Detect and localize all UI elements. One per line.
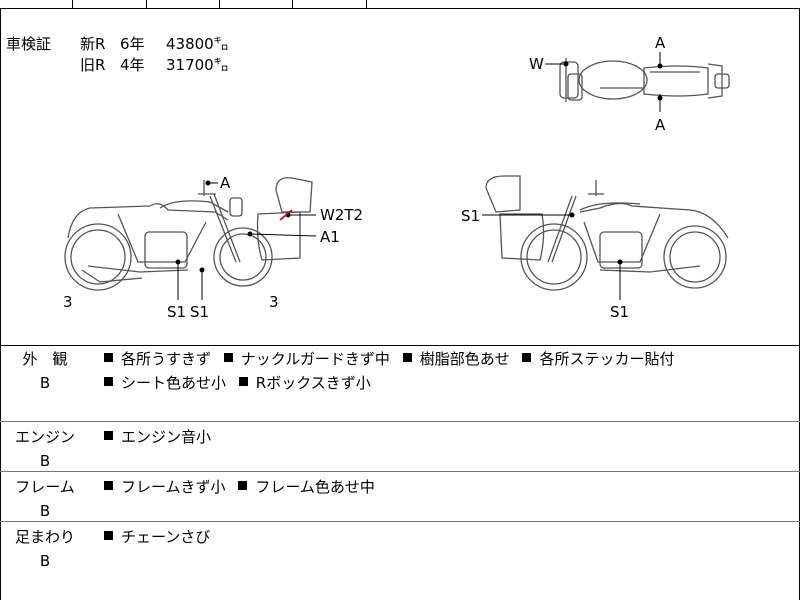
bullet-icon xyxy=(223,353,233,362)
section-name: エンジン xyxy=(14,428,75,446)
motorcycle-outline-drawing xyxy=(64,52,730,300)
certificate-row: 新R 6年 43800㌔ xyxy=(80,34,229,55)
list-item: フレーム色あせ中 xyxy=(238,478,375,496)
certificate-row: 旧R 4年 31700㌔ xyxy=(80,55,229,76)
cert-type: 旧R xyxy=(80,56,106,74)
right-view-motorcycle xyxy=(485,175,729,291)
section-name: フレーム xyxy=(15,478,75,496)
mark-top-w: W xyxy=(529,55,544,73)
list-item: ナックルガードきず中 xyxy=(223,350,390,368)
bullet-icon xyxy=(238,377,248,386)
bullet-icon xyxy=(104,431,113,440)
left-view-motorcycle xyxy=(64,177,313,291)
bullet-icon xyxy=(522,353,532,362)
list-item: シート色あせ小 xyxy=(104,374,226,392)
mark-left-s1: S1 xyxy=(167,303,187,321)
cert-years: 4年 xyxy=(120,56,145,74)
bullet-icon xyxy=(402,353,412,362)
section-exterior: 外 観 B 各所うすきず ナックルガードきず中 樹脂部色あせ 各所ステッカー貼付… xyxy=(0,345,800,421)
section-divider xyxy=(0,421,800,422)
bullet-icon xyxy=(104,531,113,540)
mark-right-s1-case: S1 xyxy=(461,207,481,225)
certificate-label: 車検証 xyxy=(6,35,52,53)
cert-years: 6年 xyxy=(120,35,145,53)
list-item: フレームきず小 xyxy=(104,478,226,496)
damage-marker xyxy=(279,209,293,221)
top-view-motorcycle xyxy=(559,58,730,102)
mark-top-a: A xyxy=(655,34,666,52)
section-name: 足まわり xyxy=(14,528,75,546)
cert-type: 新R xyxy=(80,35,106,53)
bullet-icon xyxy=(104,481,113,490)
section-frame: フレーム B フレームきず小 フレーム色あせ中 xyxy=(0,471,800,521)
header-rule xyxy=(0,8,800,9)
section-divider xyxy=(0,345,800,346)
mark-top-a-bottom: A xyxy=(655,116,666,134)
cert-mileage: 43800㌔ xyxy=(166,35,229,53)
cert-mileage: 31700㌔ xyxy=(166,56,229,74)
header-divider xyxy=(146,0,147,8)
header-divider xyxy=(366,0,367,8)
list-item: 樹脂部色あせ xyxy=(402,350,510,368)
list-item: 各所ステッカー貼付 xyxy=(522,350,675,368)
header-divider xyxy=(219,0,220,8)
section-grade: B xyxy=(39,374,51,392)
mark-left-w2t2: W2T2 xyxy=(320,206,364,224)
mark-left-a: A xyxy=(220,174,231,192)
bullet-icon xyxy=(238,481,248,490)
section-grade: B xyxy=(39,452,51,470)
header-divider xyxy=(72,0,73,8)
section-divider xyxy=(0,471,800,472)
list-item: チェーンさび xyxy=(104,528,210,546)
section-name: 外 観 xyxy=(22,350,68,368)
section-items: フレームきず小 フレーム色あせ中 xyxy=(104,475,794,499)
mark-left-s1-b: S1 xyxy=(190,303,210,321)
list-item: エンジン音小 xyxy=(104,428,211,446)
mark-left-3: 3 xyxy=(63,293,73,311)
list-item: 各所うすきず xyxy=(104,350,211,368)
section-suspension: 足まわり B チェーンさび xyxy=(0,521,800,600)
section-engine: エンジン B エンジン音小 xyxy=(0,421,800,471)
mark-right-s1: S1 xyxy=(610,303,630,321)
section-items: エンジン音小 xyxy=(104,425,794,449)
section-grade: B xyxy=(39,502,51,520)
section-grade: B xyxy=(39,552,51,570)
header-divider xyxy=(292,0,293,8)
section-divider xyxy=(0,521,800,522)
left-border xyxy=(0,8,1,600)
section-items: チェーンさび xyxy=(104,525,794,549)
mark-left-3-right: 3 xyxy=(269,293,279,311)
motorcycle-diagram: W A A A W2T2 A1 3 3 S1 S1 S1 S1 xyxy=(63,34,730,321)
mark-left-a1: A1 xyxy=(320,228,340,246)
list-item: Rボックスきず小 xyxy=(238,374,371,392)
bullet-icon xyxy=(104,377,113,386)
section-items: 各所うすきず ナックルガードきず中 樹脂部色あせ 各所ステッカー貼付 シート色あ… xyxy=(104,347,794,395)
bullet-icon xyxy=(104,353,113,362)
